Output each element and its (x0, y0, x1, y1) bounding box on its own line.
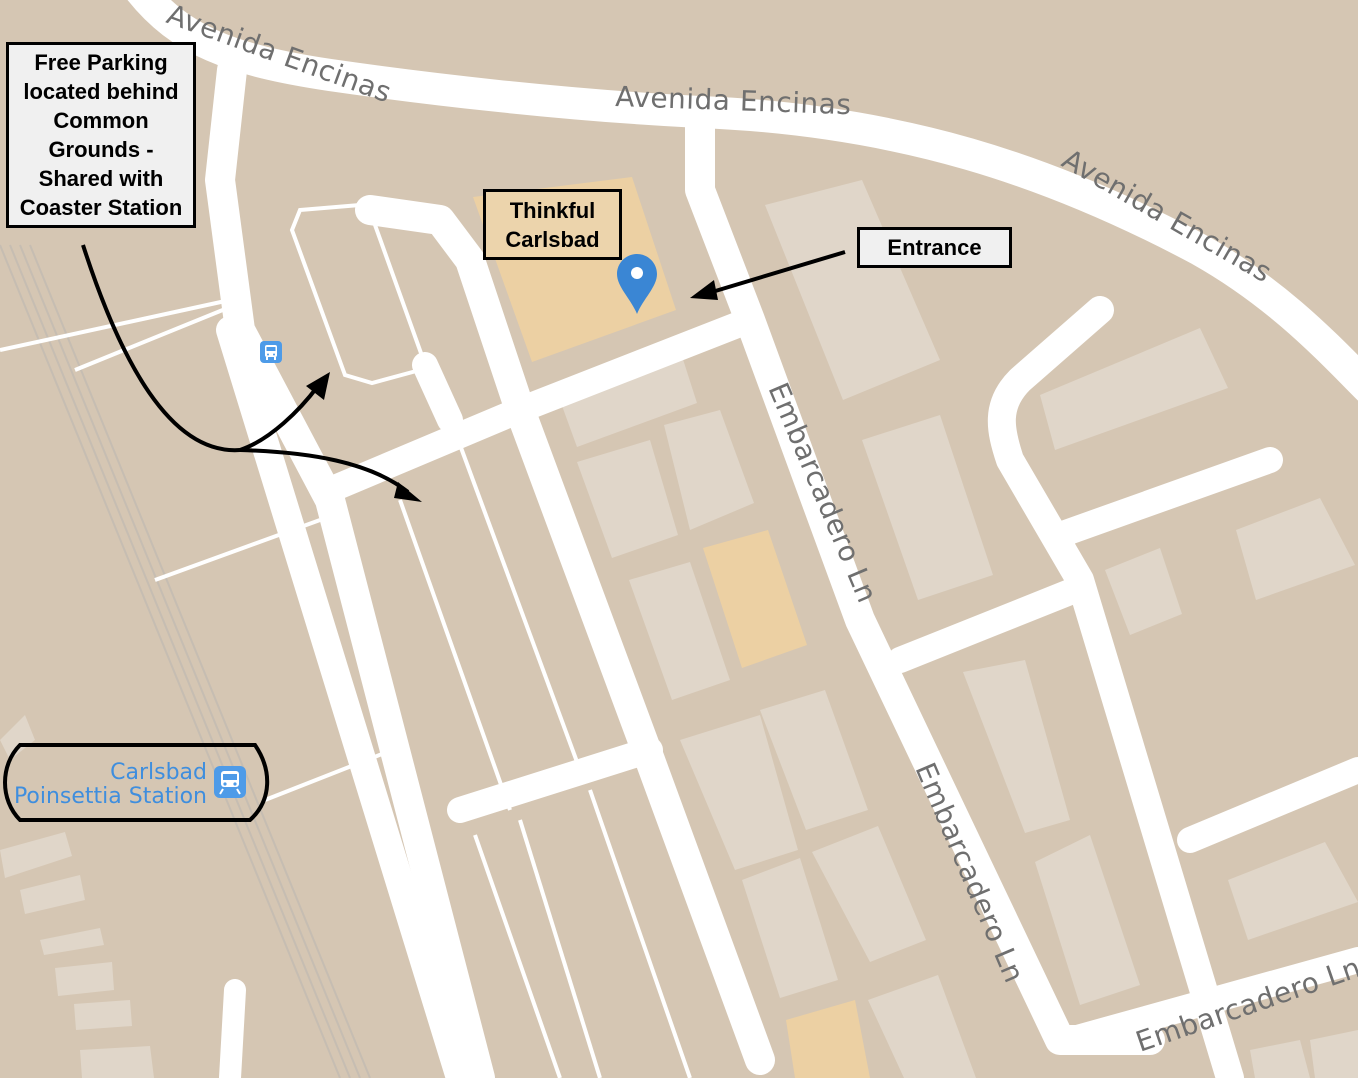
street-label-avenida-encinas-2: Avenida Encinas (615, 80, 852, 121)
station-label-line1: Carlsbad (110, 760, 207, 785)
callout-entrance: Entrance (857, 227, 1012, 268)
railway-tracks (0, 244, 371, 1078)
location-pin-icon[interactable] (617, 254, 657, 314)
parking-arrow-main (81, 244, 241, 453)
callout-free-parking: Free Parking located behind Common Groun… (6, 42, 196, 228)
station-highlight-circle (3, 743, 270, 822)
annotation-arrows (81, 244, 846, 494)
entrance-arrow (711, 250, 846, 294)
parking-arrow-up (239, 384, 320, 452)
parking-arrow-down (239, 448, 410, 494)
bus-stop-icon[interactable] (260, 341, 282, 363)
train-icon[interactable] (214, 766, 246, 798)
street-label-avenida-encinas-3: Avenida Encinas (1057, 142, 1278, 289)
arrowheads (306, 280, 718, 502)
roads (127, 0, 1358, 1078)
callout-thinkful-carlsbad[interactable]: Thinkful Carlsbad (483, 189, 622, 260)
parking-lot-outlines (0, 203, 692, 1078)
station-label-line2: Poinsettia Station (14, 784, 207, 809)
buildings (0, 180, 1358, 1078)
